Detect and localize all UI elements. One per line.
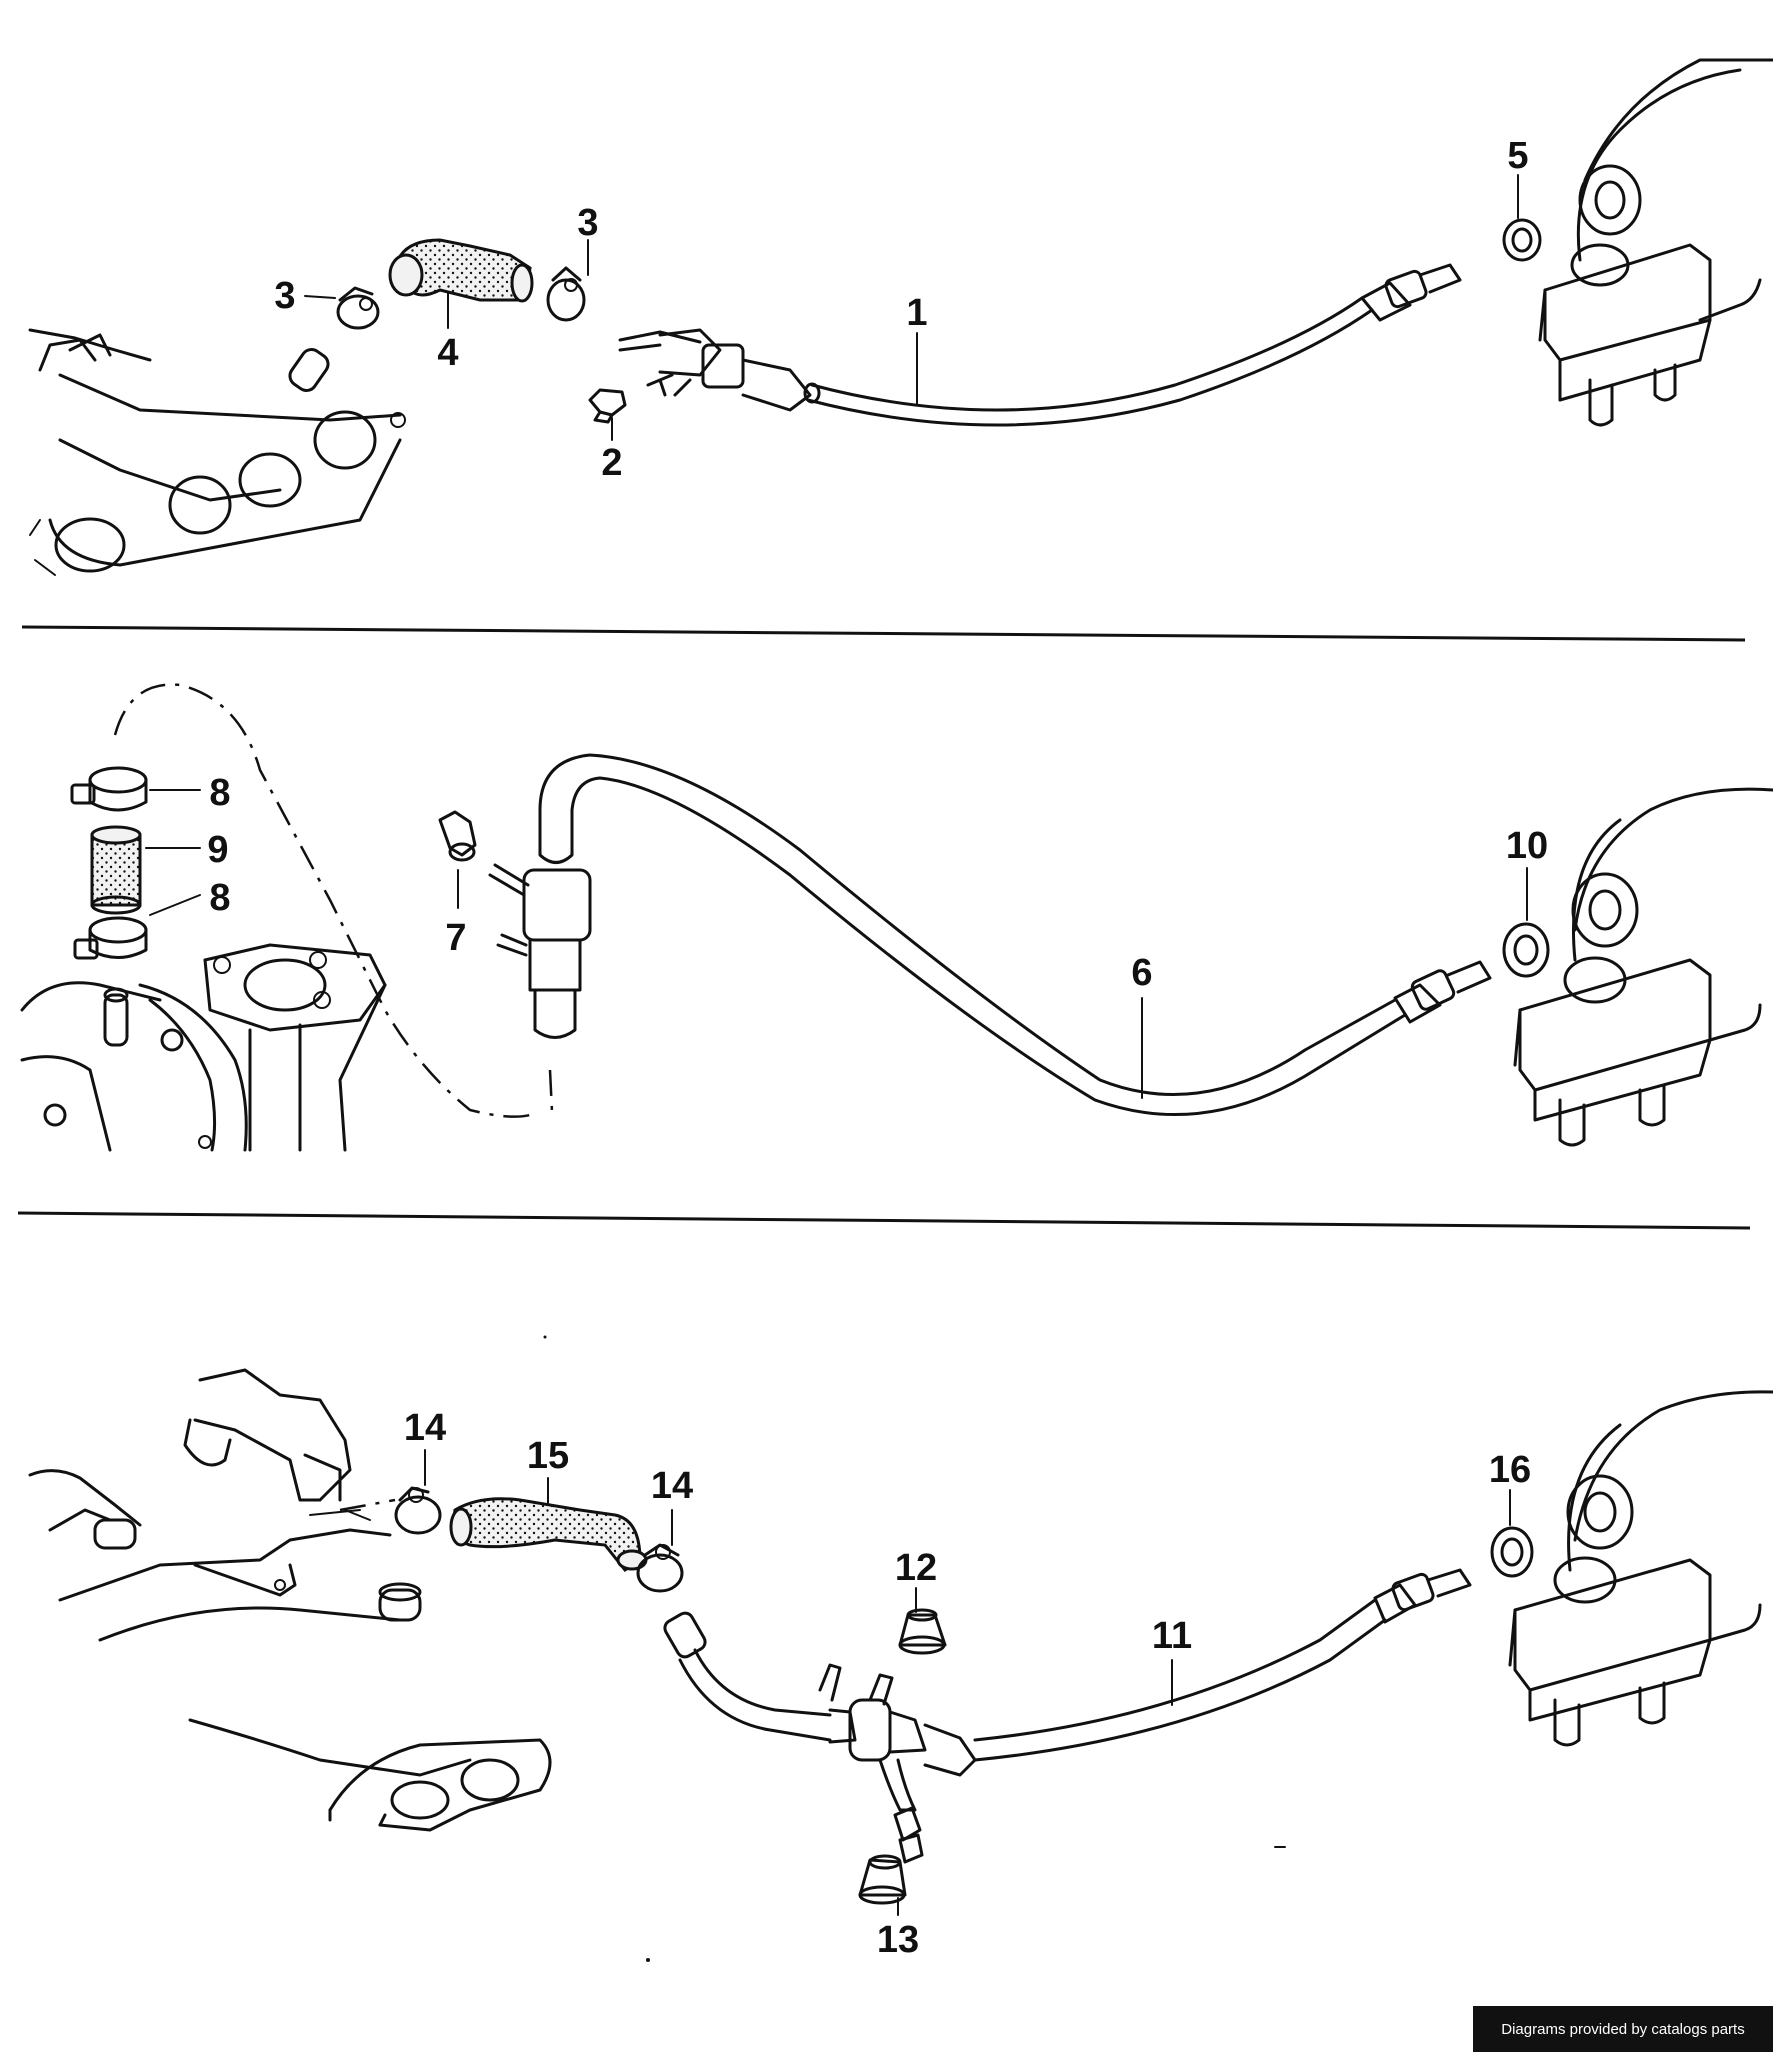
intake-manifold-3 [28,1368,552,1832]
callout-16: 16 [1489,1449,1531,1491]
callout-10: 10 [1506,825,1548,867]
hose-9 [90,825,142,915]
hose-15 [449,1497,648,1573]
dashed-routing [113,683,531,1118]
clamp-8-top [70,766,148,812]
connector-7 [438,810,477,862]
cap-12 [898,1608,947,1655]
brake-booster-2 [1513,787,1773,1147]
callout-12: 12 [895,1547,937,1589]
callout-9: 9 [207,829,228,871]
grommet-10 [1502,922,1550,978]
leader-8b [149,894,201,916]
callout-14b: 14 [651,1465,693,1507]
callout-8a: 8 [209,772,230,814]
divider-2 [17,1211,1751,1230]
callout-5: 5 [1507,135,1528,177]
check-valve-2 [488,808,592,1039]
credit-banner: Diagrams provided by catalogs parts [1473,2006,1773,2052]
engine-block-2 [20,943,387,1152]
credit-text: Diagrams provided by catalogs parts [1501,2020,1745,2038]
callout-1: 1 [906,292,927,334]
hose-6 [538,753,1492,1117]
clamp-14-left [339,1486,442,1535]
intake-manifold-1 [28,328,406,576]
callout-11: 11 [1152,1615,1192,1657]
callout-4: 4 [437,332,458,374]
clamp-8-bottom [73,916,148,960]
section-1: 3 4 3 2 1 5 [28,58,1773,576]
callout-8b: 8 [209,877,230,919]
speck [543,1335,547,1339]
hose-11 [663,1568,1472,1864]
callout-7: 7 [445,917,466,959]
speck [646,1958,650,1962]
callout-2: 2 [601,442,622,484]
grommet-5 [1502,218,1542,262]
clamp-3-right [546,266,586,322]
callout-3a: 3 [274,275,295,317]
clamp-3-left [336,286,380,330]
callout-6: 6 [1131,952,1152,994]
callout-13: 13 [877,1919,919,1961]
divider-1 [21,625,1746,642]
callout-14a: 14 [404,1407,446,1449]
section-3: 14 15 14 12 11 13 16 [28,1335,1773,1962]
dashed-routing-end [548,1069,554,1113]
leader-3a [304,295,336,299]
callout-3b: 3 [577,202,598,244]
clamp-14-right [636,1543,684,1593]
connector-2 [588,388,627,424]
hose-1 [803,263,1462,427]
hose-4 [388,238,534,303]
section-2: 8 9 8 7 6 10 [20,683,1773,1152]
grommet-16 [1490,1526,1534,1578]
callout-15: 15 [527,1435,569,1477]
cap-13 [858,1854,907,1905]
brake-booster-3 [1508,1390,1773,1747]
check-valve-1 [618,328,812,412]
brake-booster-1 [1538,58,1773,427]
